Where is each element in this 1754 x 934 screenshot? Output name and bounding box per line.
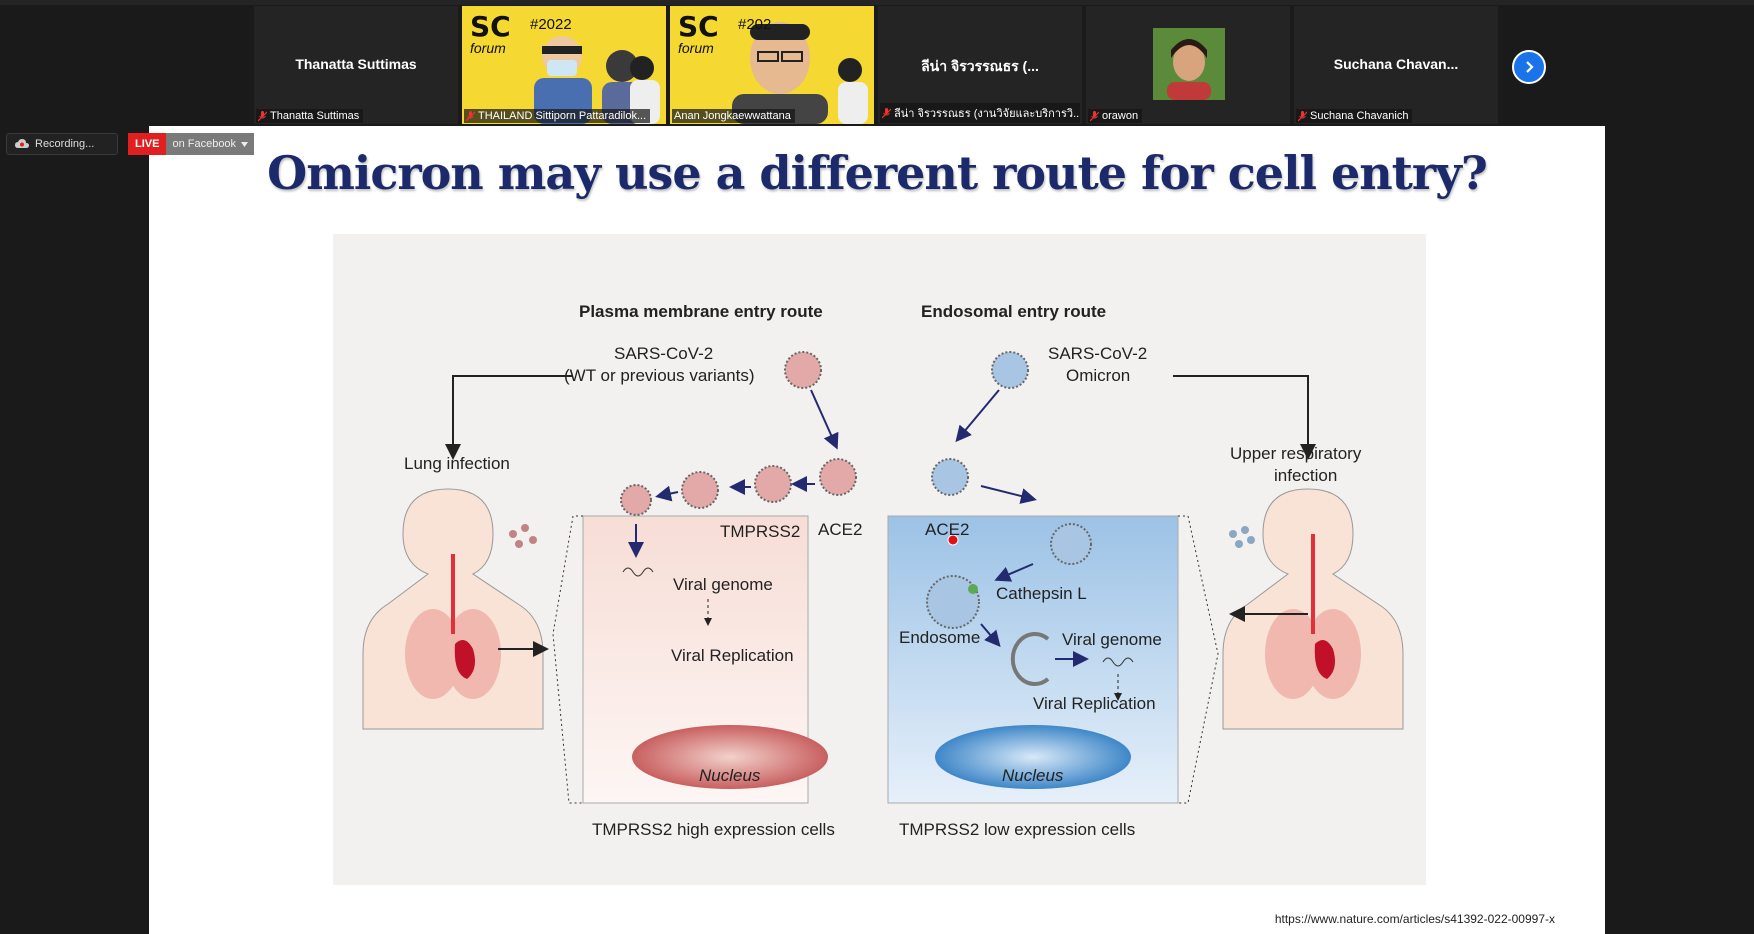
participant-tile[interactable]: Suchana Chavan... Suchana Chavanich <box>1294 6 1498 124</box>
participant-tile[interactable]: SC forum #202 Anan Jongkaewwattana <box>670 6 874 124</box>
label-left-virus-2: (WT or previous variants) <box>564 366 755 385</box>
label-viral-genome-right: Viral genome <box>1062 630 1162 649</box>
participant-label: Thanatta Suttimas <box>256 109 364 123</box>
source-url: https://www.nature.com/articles/s41392-0… <box>1274 912 1555 926</box>
figure-diagram: Plasma membrane entry route Endosomal en… <box>333 234 1426 885</box>
live-stream-control[interactable]: LIVE on Facebook <box>128 133 255 155</box>
label-upper-respiratory: Upper respiratory <box>1230 444 1362 463</box>
label-plasma-route: Plasma membrane entry route <box>579 302 823 321</box>
figure-graphics <box>362 351 1404 804</box>
slide-title: Omicron may use a different route for ce… <box>267 146 1488 200</box>
label-cathepsin-l: Cathepsin L <box>996 584 1087 603</box>
label-right-virus-2: Omicron <box>1066 366 1131 385</box>
muted-mic-icon <box>258 110 267 122</box>
label-right-virus-1: SARS-CoV-2 <box>1048 344 1148 363</box>
participant-tile[interactable]: ลีน่า จิรวรรณธร (... ลีน่า จิรวรรณธร (งา… <box>878 6 1082 124</box>
banner-year: #202 <box>738 16 772 33</box>
banner-forum: forum <box>678 40 714 56</box>
muted-mic-icon <box>1090 110 1099 122</box>
recording-indicator[interactable]: Recording... <box>6 133 118 155</box>
label-endosome: Endosome <box>899 628 981 647</box>
participant-label: orawon <box>1088 109 1143 123</box>
label-lung-infection: Lung infection <box>404 454 510 473</box>
caption-tmprss2-high: TMPRSS2 high expression cells <box>592 820 835 839</box>
label-viral-replication-right: Viral Replication <box>1033 694 1156 713</box>
caption-tmprss2-low: TMPRSS2 low expression cells <box>899 820 1136 839</box>
label-nucleus-left: Nucleus <box>699 766 761 785</box>
next-participants-button[interactable] <box>1512 50 1546 84</box>
label-tmprss2: TMPRSS2 <box>720 522 801 541</box>
muted-mic-icon <box>1298 110 1307 122</box>
banner-sc: SC <box>678 10 719 43</box>
shared-slide: Omicron may use a different route for ce… <box>149 126 1605 934</box>
label-endosomal-route: Endosomal entry route <box>921 302 1107 321</box>
label-nucleus-right: Nucleus <box>1002 766 1064 785</box>
label-left-virus-1: SARS-CoV-2 <box>614 344 714 363</box>
participant-tile[interactable]: SC forum #2022 THAILAND Sittiporn Pattar… <box>462 6 666 124</box>
participant-label: ลีน่า จิรวรรณธร (งานวิจัยและบริการวิ... <box>880 103 1080 123</box>
participant-label: THAILAND Sittiporn Pattaradilok... <box>464 109 651 123</box>
participant-strip: Thanatta Suttimas Thanatta Suttimas SC f… <box>254 6 1498 124</box>
participant-tile[interactable]: orawon <box>1086 6 1290 124</box>
banner-forum: forum <box>470 40 506 56</box>
live-badge: LIVE <box>128 133 167 155</box>
participant-name: Suchana Chavan... <box>1333 56 1459 72</box>
participant-video <box>670 6 874 124</box>
participant-photo <box>1153 28 1225 100</box>
muted-mic-icon <box>882 107 891 119</box>
label-viral-genome-left: Viral genome <box>673 575 773 594</box>
muted-mic-icon <box>466 110 475 122</box>
participant-label: Anan Jongkaewwattana <box>672 109 795 123</box>
banner-sc: SC <box>470 10 511 43</box>
cloud-record-icon <box>15 139 29 148</box>
caret-down-icon <box>241 141 249 147</box>
participant-name: Thanatta Suttimas <box>295 56 417 72</box>
participant-name: ลีน่า จิรวรรณธร (... <box>921 58 1039 74</box>
label-ace2-left: ACE2 <box>818 520 863 539</box>
label-ace2-right: ACE2 <box>925 520 970 539</box>
banner-year: #2022 <box>530 16 572 33</box>
chevron-right-icon <box>1526 61 1534 73</box>
window-top-bar <box>0 0 1754 5</box>
participant-label: Suchana Chavanich <box>1296 109 1413 123</box>
label-upper-infection: infection <box>1274 466 1338 485</box>
label-viral-replication-left: Viral Replication <box>671 646 794 665</box>
participant-tile[interactable]: Thanatta Suttimas Thanatta Suttimas <box>254 6 458 124</box>
live-target-dropdown[interactable]: on Facebook <box>166 133 255 155</box>
